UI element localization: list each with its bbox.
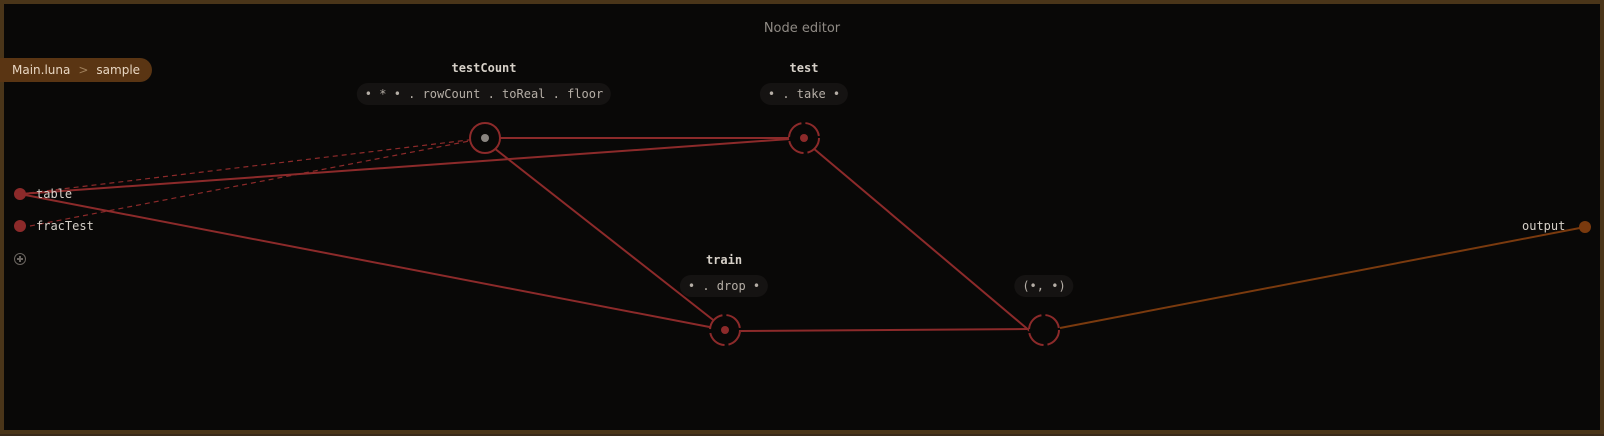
output-port[interactable] (1579, 221, 1591, 233)
breadcrumb-item-sample[interactable]: sample (96, 63, 141, 77)
node-testcount[interactable] (469, 122, 501, 154)
edge-dashed-table-testcount[interactable] (19, 137, 486, 195)
node-testcount-expression[interactable]: • * • . rowCount . toReal . floor (356, 83, 612, 105)
editor-title: Node editor (763, 21, 841, 36)
edge-dashed-fractest-testcount[interactable] (29, 137, 486, 227)
edge-tuple-output[interactable] (1059, 226, 1586, 329)
breadcrumb: Main.luna > sample (0, 58, 153, 82)
edge-testcount-train[interactable] (493, 147, 718, 324)
output-port-label: output (1522, 219, 1566, 233)
node-train-name[interactable]: train (705, 253, 743, 267)
node-test-name[interactable]: test (789, 61, 819, 75)
input-port-table[interactable] (14, 188, 26, 200)
input-port-fractest[interactable] (14, 220, 26, 232)
edge-train-tuple[interactable] (740, 328, 1029, 332)
node-tuple-expression[interactable]: (•, •) (1014, 275, 1074, 297)
input-port-label-table: table (36, 187, 73, 201)
breadcrumb-separator: > (78, 63, 89, 77)
breadcrumb-item-main[interactable]: Main.luna (12, 63, 71, 77)
node-test[interactable] (788, 122, 820, 154)
edge-table-test[interactable] (19, 137, 805, 195)
add-port-icon[interactable] (14, 253, 26, 265)
edge-table-train[interactable] (19, 193, 726, 331)
node-train[interactable] (709, 314, 741, 346)
edge-test-tuple[interactable] (812, 147, 1032, 333)
node-test-expression[interactable]: • . take • (759, 83, 849, 105)
input-port-label-fractest: fracTest (36, 219, 94, 233)
node-testcount-name[interactable]: testCount (451, 61, 517, 75)
node-train-expression[interactable]: • . drop • (679, 275, 769, 297)
node-tuple[interactable] (1028, 314, 1060, 346)
